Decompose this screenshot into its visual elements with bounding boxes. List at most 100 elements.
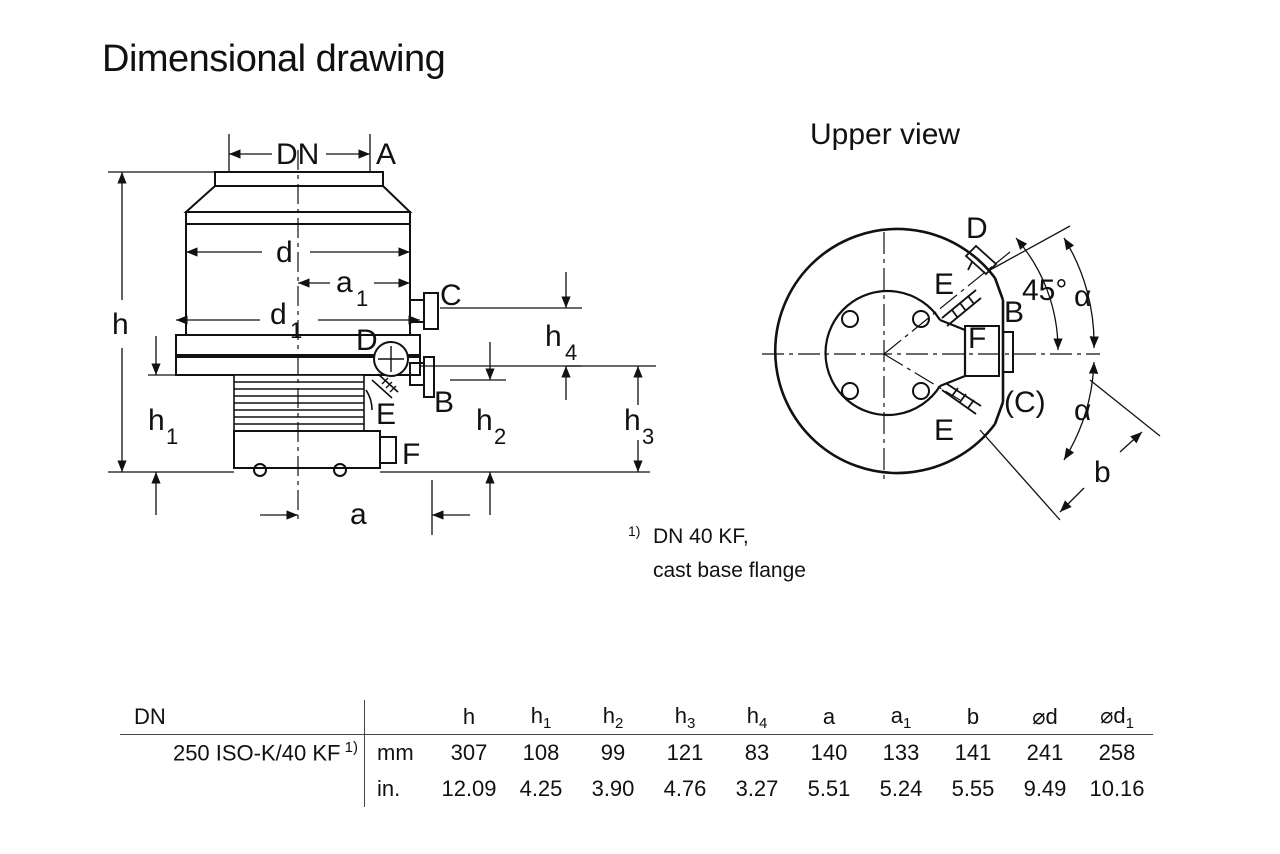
table-cell: 3.27 [735, 776, 779, 801]
table-cell: 307 [450, 740, 488, 765]
inner-bore [824, 289, 941, 417]
label-h1: h [148, 404, 165, 437]
label-d1: d [270, 298, 287, 331]
table-header-1: h1 [505, 700, 577, 735]
uv-port-e-lower [941, 383, 982, 415]
foot-right [333, 463, 347, 477]
table-row-label: 250 ISO-K/40 KF 1) [172, 739, 358, 766]
table-cell: 83 [744, 740, 770, 765]
upper-centerlines [762, 232, 1100, 480]
uv-label-e-upper: E [934, 268, 954, 301]
table-header-8: ⌀d [1009, 700, 1081, 735]
uv-label-c: (C) [1004, 386, 1046, 419]
label-e-port: E [376, 398, 396, 431]
table-row-unit: in. [364, 771, 433, 807]
table-header-dn: DN [120, 700, 365, 735]
top-flange [214, 171, 384, 187]
uv-port-b [1002, 331, 1014, 373]
label-h3: h [624, 404, 641, 437]
uv-label-dim-b: b [1094, 456, 1111, 489]
outer-flange-circle [774, 227, 997, 475]
table-cell: 12.09 [441, 776, 497, 801]
label-f-port: F [402, 438, 420, 471]
label-h3-sub: 3 [642, 424, 654, 449]
label-d1-sub: 1 [290, 318, 302, 343]
uv-port-e-upper [941, 289, 982, 327]
table-header-9: ⌀d1 [1081, 700, 1153, 735]
port-c [409, 299, 425, 323]
uv-label-alpha-upper: α [1074, 280, 1091, 313]
label-d-port: D [356, 324, 378, 357]
label-h4-sub: 4 [565, 340, 577, 365]
table-cell: 141 [954, 740, 992, 765]
footnote-line-2: cast base flange [653, 559, 806, 582]
footnote: 1) DN 40 KF, cast base flange [628, 520, 806, 588]
bolt-hole [912, 310, 930, 328]
table-header-0: h [433, 700, 505, 735]
table-row: in. 12.09 4.25 3.90 4.76 3.27 5.51 5.24 5.55 9.49… [120, 771, 1153, 807]
uv-label-alpha-lower: α [1074, 394, 1091, 427]
footnote-line-1: DN 40 KF, [653, 525, 749, 548]
table-header-unit [364, 700, 433, 735]
table-header-3: h3 [649, 700, 721, 735]
table-cell: 241 [1026, 740, 1064, 765]
table-cell: 5.51 [807, 776, 851, 801]
bolt-hole [841, 310, 859, 328]
foot-left [253, 463, 267, 477]
cooling-fins [233, 374, 365, 432]
upper-dimensions [979, 225, 1161, 521]
table-header-5: a [793, 700, 865, 735]
label-h: h [112, 308, 129, 341]
table-cell: 140 [810, 740, 848, 765]
table-cell: 5.55 [951, 776, 995, 801]
port-e [371, 373, 399, 399]
table-header-7: b [937, 700, 1009, 735]
label-a1: a [336, 266, 353, 299]
label-c: C [440, 279, 462, 312]
table-cell: 108 [522, 740, 560, 765]
uv-port-d [964, 244, 998, 276]
bolt-hole [841, 382, 859, 400]
port-f [379, 436, 397, 464]
table-cell: 258 [1098, 740, 1136, 765]
label-a-flange: A [376, 138, 396, 171]
table-cell: 5.24 [879, 776, 923, 801]
uv-label-e-lower: E [934, 414, 954, 447]
table-cell: 3.90 [591, 776, 635, 801]
label-d: d [276, 236, 293, 269]
label-a: a [350, 498, 367, 531]
table-cell: 4.25 [519, 776, 563, 801]
label-dn: DN [276, 138, 319, 171]
uv-label-45: 45° [1022, 274, 1067, 307]
label-h2-sub: 2 [494, 424, 506, 449]
table-cell: 9.49 [1023, 776, 1067, 801]
side-dimensions [108, 134, 656, 535]
table-cell: 99 [600, 740, 626, 765]
table-header-6: a1 [865, 700, 937, 735]
table-cell: 10.16 [1089, 776, 1145, 801]
uv-label-d: D [966, 212, 988, 245]
page-title: Dimensional drawing [102, 38, 446, 80]
table-row-label [120, 771, 365, 807]
label-h4: h [545, 320, 562, 353]
table-header-4: h4 [721, 700, 793, 735]
table-cell: 4.76 [663, 776, 707, 801]
uv-label-f: F [968, 322, 986, 355]
label-h2: h [476, 404, 493, 437]
side-view [175, 171, 439, 477]
dimensional-drawing: DN A d a 1 C d 1 h D h 4 E B h 1 h 2 h 3… [108, 134, 1161, 535]
upper-view [774, 227, 1014, 475]
label-b-port: B [434, 386, 454, 419]
table-header-2: h2 [577, 700, 649, 735]
label-a1-sub: 1 [356, 286, 368, 311]
footnote-marker: 1) [628, 523, 641, 539]
uv-port-f [964, 325, 1000, 377]
bolt-hole [912, 382, 930, 400]
upper-view-title: Upper view [810, 118, 961, 151]
label-h1-sub: 1 [166, 424, 178, 449]
base-housing [233, 430, 381, 469]
table-row-unit: mm [364, 734, 433, 771]
